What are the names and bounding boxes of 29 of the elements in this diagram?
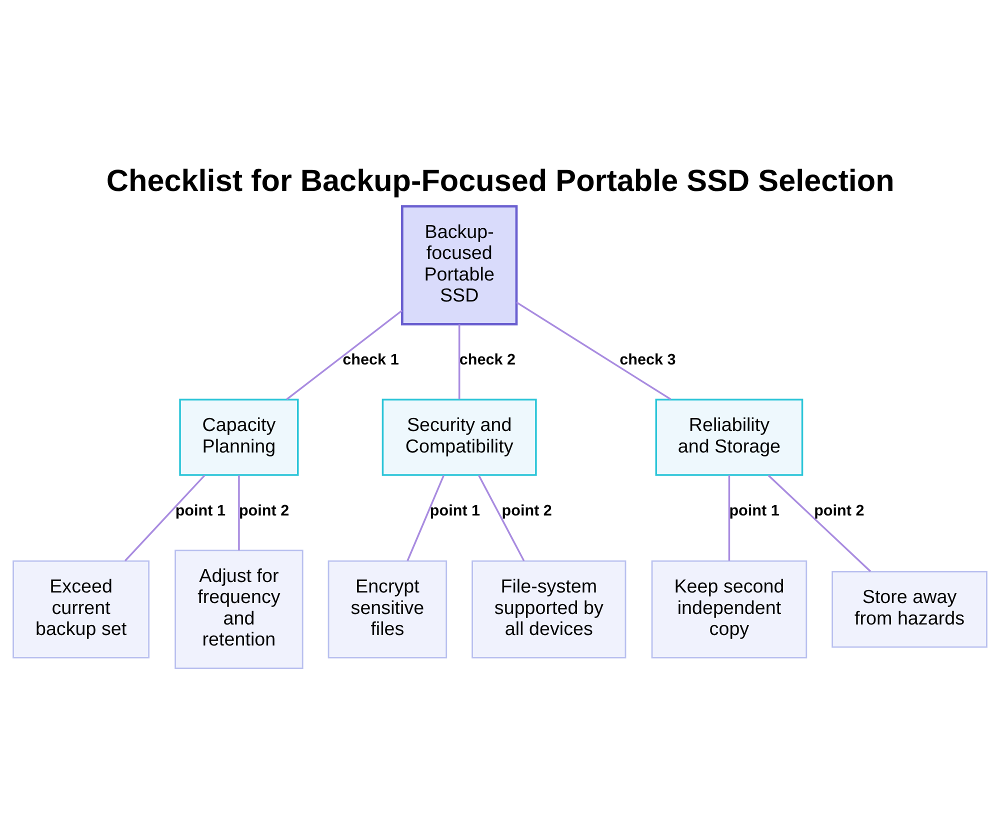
edge-label: point 1 <box>430 502 480 520</box>
connector <box>458 324 460 399</box>
edge-label: point 1 <box>729 502 780 520</box>
node-box: Adjust for frequency and retention <box>174 549 304 668</box>
connector <box>728 474 730 560</box>
edge-label: check 3 <box>620 351 676 368</box>
node-box: File-system supported by all devices <box>472 560 626 658</box>
connector <box>478 474 525 561</box>
edge-label: point 2 <box>814 502 864 520</box>
edge-label: point 2 <box>238 502 290 520</box>
edge-label: point 2 <box>502 502 552 520</box>
node-box: Store away from hazards <box>832 570 988 648</box>
node-box: Encrypt sensitive files <box>328 560 448 658</box>
connector <box>124 474 206 561</box>
node-box: Security and Compatibility <box>382 398 537 476</box>
node-box: Keep second independent copy <box>651 560 808 658</box>
node-box: Capacity Planning <box>179 398 299 476</box>
node-box: Exceed current backup set <box>12 560 150 658</box>
connector <box>406 474 445 561</box>
edge-label: check 1 <box>342 351 399 368</box>
diagram-title: Checklist for Backup-Focused Portable SSD Selection <box>106 163 894 198</box>
connector <box>516 301 672 400</box>
node-box: Backup-focused Portable SSD <box>401 204 518 325</box>
edge-label: check 2 <box>459 351 516 368</box>
node-box: Reliability and Storage <box>655 398 804 476</box>
edge-label: point 1 <box>175 502 226 520</box>
connector <box>286 309 403 400</box>
connector <box>238 474 240 550</box>
connector <box>768 474 872 572</box>
